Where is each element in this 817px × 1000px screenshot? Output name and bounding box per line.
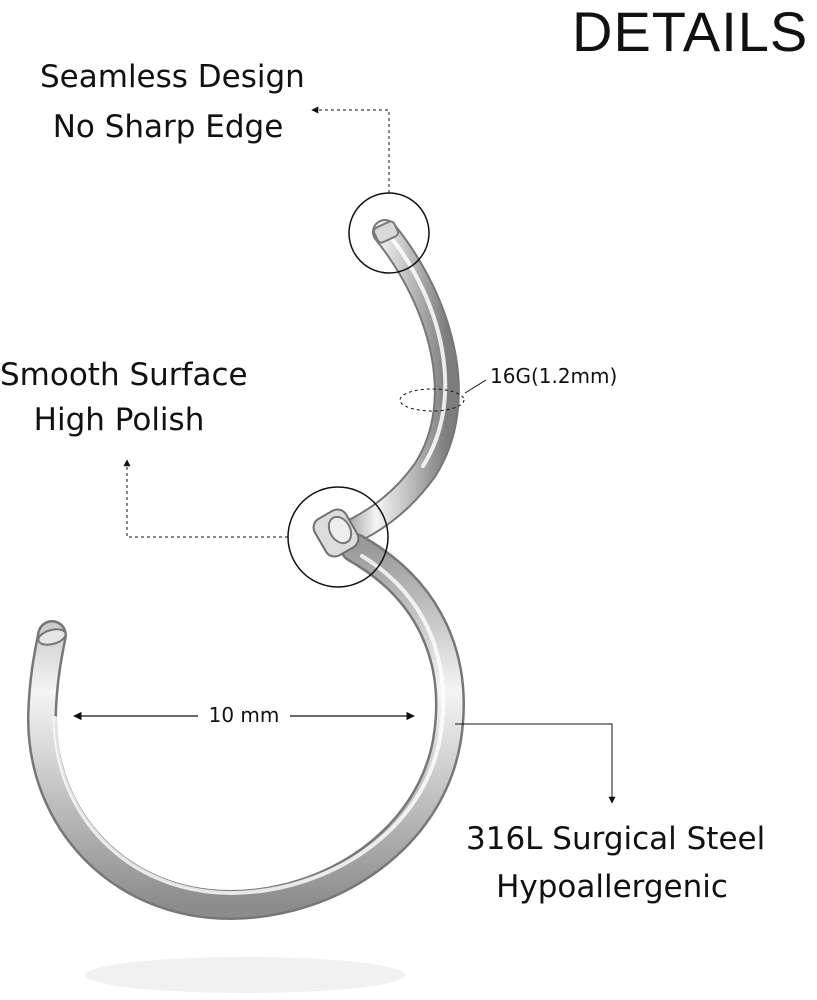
material-label-2: Hypoallergenic	[496, 869, 728, 905]
seamless-callout-marker	[311, 106, 430, 274]
ring-reflection	[85, 957, 405, 993]
material-label-1: 316L Surgical Steel	[466, 821, 766, 857]
hinge-joint	[312, 508, 360, 558]
smooth-label-1: Smooth Surface	[0, 357, 248, 393]
material-callout-marker	[455, 723, 616, 804]
smooth-label-2: High Polish	[33, 402, 205, 438]
diameter-label: 10 mm	[208, 703, 280, 727]
gauge-callout-marker	[399, 379, 487, 412]
gauge-label: 16G(1.2mm)	[490, 364, 618, 388]
smooth-callout-marker	[123, 459, 389, 588]
hinge-segment	[325, 219, 460, 551]
ring-body	[26, 533, 465, 921]
seamless-label-2: No Sharp Edge	[52, 109, 284, 145]
seamless-label-1: Seamless Design	[40, 59, 305, 95]
page-title: DETAILS	[572, 0, 809, 63]
